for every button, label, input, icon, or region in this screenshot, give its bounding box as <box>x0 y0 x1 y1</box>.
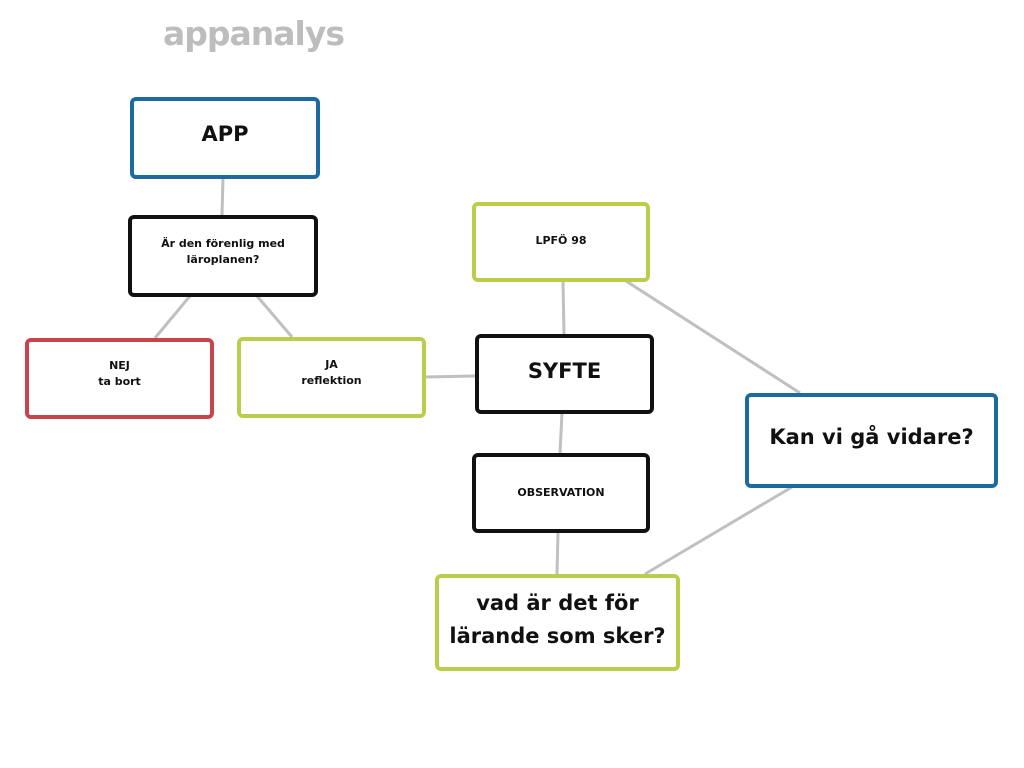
link-ja-syfte <box>424 374 476 379</box>
link-question-nej <box>153 295 192 339</box>
node-label: vad är det för lärande som sker? <box>449 590 666 648</box>
node-nej[interactable]: NEJ ta bort <box>25 338 214 419</box>
node-observation[interactable]: OBSERVATION <box>472 453 650 533</box>
node-kan-vi-ga-vidare[interactable]: Kan vi gå vidare? <box>745 393 998 488</box>
node-syfte[interactable]: SYFTE <box>475 334 654 414</box>
node-label: APP <box>201 122 249 146</box>
node-label: JA reflektion <box>301 357 362 387</box>
node-lpfo[interactable]: LPFÖ 98 <box>472 202 650 282</box>
link-lpfo-kan <box>625 279 801 395</box>
node-label: Är den förenlig med läroplanen? <box>161 237 285 266</box>
node-vad-ar-det[interactable]: vad är det för lärande som sker? <box>435 574 680 671</box>
link-kan-vad <box>644 485 793 576</box>
link-lpfo-syfte <box>561 280 566 335</box>
link-question-ja <box>255 295 294 338</box>
link-syfte-observation <box>558 412 564 454</box>
node-label: NEJ ta bort <box>98 358 141 388</box>
node-label: SYFTE <box>527 359 602 383</box>
node-label: LPFÖ 98 <box>535 234 587 247</box>
node-question[interactable]: Är den förenlig med läroplanen? <box>128 215 318 297</box>
node-label: OBSERVATION <box>517 486 605 499</box>
node-app[interactable]: APP <box>130 97 320 179</box>
node-ja[interactable]: JA reflektion <box>237 337 426 418</box>
link-observation-vad <box>555 531 560 575</box>
page-title: appanalys <box>163 14 345 53</box>
node-label: Kan vi gå vidare? <box>769 424 974 449</box>
link-app-question <box>220 177 225 216</box>
